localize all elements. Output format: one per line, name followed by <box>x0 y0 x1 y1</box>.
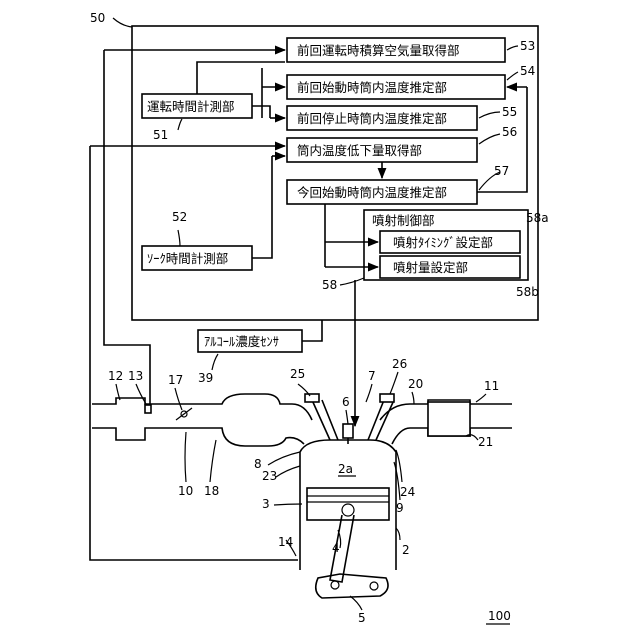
ref-24: 24 <box>400 485 415 499</box>
ref-25: 25 <box>290 367 305 381</box>
ref-2a: 2a <box>338 462 353 476</box>
block-soak-time-label: ｿｰｸ時間計測部 <box>147 251 228 266</box>
ref-20: 20 <box>408 377 423 391</box>
intake-passage <box>92 394 312 446</box>
block-current-start-temp-label: 今回始動時筒内温度推定部 <box>297 185 447 200</box>
ref-5: 5 <box>358 611 366 625</box>
ref-56: 56 <box>502 125 517 139</box>
ref-100: 100 <box>488 609 511 623</box>
ref-18: 18 <box>204 484 219 498</box>
ref-23: 23 <box>262 469 277 483</box>
block-prev-start-temp-label: 前回始動時筒内温度推定部 <box>297 80 447 95</box>
ref-39: 39 <box>198 371 213 385</box>
block-prev-start-temp: 前回始動時筒内温度推定部 <box>287 75 505 99</box>
block-air-amount-label: 前回運転時積算空気量取得部 <box>297 43 460 58</box>
ref-12: 12 <box>108 369 123 383</box>
ref-52: 52 <box>172 210 187 224</box>
ecu-ref-label: 50 <box>90 11 105 25</box>
alcohol-sensor: ｱﾙｺｰﾙ濃度ｾﾝｻ <box>198 330 302 352</box>
ref-8: 8 <box>254 457 262 471</box>
ref-17: 17 <box>168 373 183 387</box>
ref-58a: 58a <box>526 211 549 225</box>
ref-53: 53 <box>520 39 535 53</box>
block-temp-drop-label: 筒内温度低下量取得部 <box>297 143 422 158</box>
ref-9: 9 <box>396 501 404 515</box>
block-injection-amount-label: 噴射量設定部 <box>393 260 468 275</box>
ref-26: 26 <box>392 357 407 371</box>
block-run-time: 運転時間計測部 <box>142 94 252 118</box>
block-soak-time: ｿｰｸ時間計測部 <box>142 246 252 270</box>
ref-21: 21 <box>478 435 493 449</box>
block-prev-stop-temp: 前回停止時筒内温度推定部 <box>287 106 477 130</box>
ref-3: 3 <box>262 497 270 511</box>
ref-51: 51 <box>153 128 168 142</box>
ref-57: 57 <box>494 164 509 178</box>
ref-58: 58 <box>322 278 337 292</box>
block-injection-control: 噴射制御部 噴射ﾀｲﾐﾝｸﾞ設定部 噴射量設定部 <box>364 210 528 280</box>
ref-55: 55 <box>502 105 517 119</box>
block-prev-stop-temp-label: 前回停止時筒内温度推定部 <box>297 111 447 126</box>
ref-2: 2 <box>402 543 410 557</box>
block-current-start-temp: 今回始動時筒内温度推定部 <box>287 180 477 204</box>
ecu-leader <box>113 18 132 27</box>
engine-cylinder <box>300 470 396 598</box>
ref-13: 13 <box>128 369 143 383</box>
alcohol-sensor-label: ｱﾙｺｰﾙ濃度ｾﾝｻ <box>204 334 279 349</box>
block-injection-control-label: 噴射制御部 <box>372 213 435 228</box>
block-injection-timing-label: 噴射ﾀｲﾐﾝｸﾞ設定部 <box>393 235 493 250</box>
ref-10: 10 <box>178 484 193 498</box>
block-run-time-label: 運転時間計測部 <box>147 99 235 114</box>
ref-4: 4 <box>332 541 340 555</box>
block-temp-drop: 筒内温度低下量取得部 <box>287 138 477 162</box>
ref-6: 6 <box>342 395 350 409</box>
block-air-amount: 前回運転時積算空気量取得部 <box>287 38 505 62</box>
ref-7: 7 <box>368 369 376 383</box>
ref-11: 11 <box>484 379 499 393</box>
ref-54: 54 <box>520 64 535 78</box>
ref-58b: 58b <box>516 285 539 299</box>
